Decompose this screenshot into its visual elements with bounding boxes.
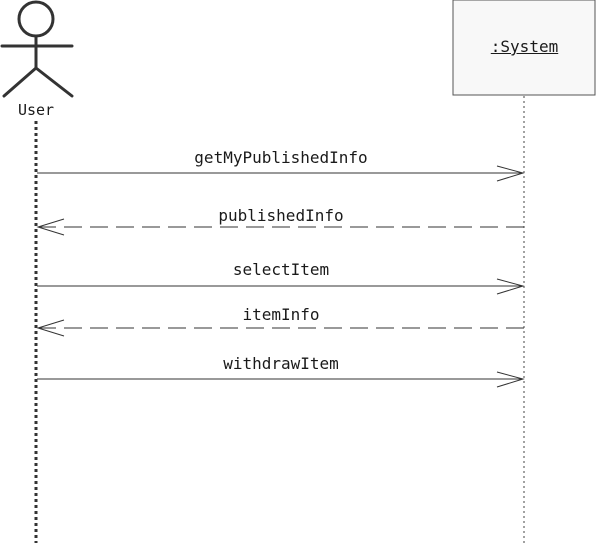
actor-head [17, 0, 55, 38]
actor-name-label: User [17, 101, 55, 119]
message-arrow-item-info [36, 319, 524, 337]
system-object-label: :System [490, 37, 559, 56]
message-arrow-withdraw-item [37, 371, 525, 388]
message-label-withdraw-item: withdrawItem [223, 354, 339, 373]
actor-right-leg [34, 66, 74, 98]
message-label-item-info: itemInfo [242, 305, 320, 324]
message-arrow-published-info [36, 218, 524, 236]
message-arrow-select-item [37, 278, 525, 295]
message-arrow-get-my-published-info [37, 165, 525, 182]
user-actor-figure [0, 0, 74, 98]
actor-left-leg [2, 66, 38, 98]
system-object-box [452, 0, 596, 96]
message-label-published-info: publishedInfo [218, 206, 344, 225]
message-label-get-my-published-info: getMyPublishedInfo [194, 148, 368, 167]
message-label-select-item: selectItem [232, 260, 330, 279]
